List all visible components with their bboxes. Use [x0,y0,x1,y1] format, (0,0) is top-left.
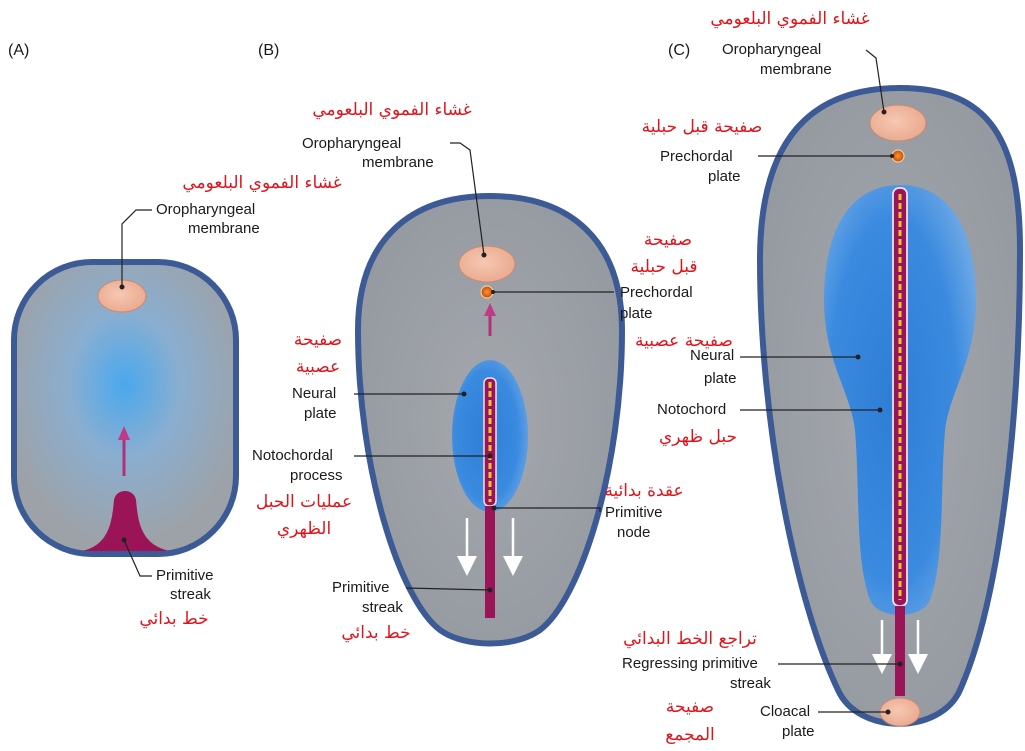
prechordal-en-b-1: Prechordal [620,284,693,301]
prechordal-en-b-2: plate [620,305,653,322]
notochordal-en-b-2: process [290,467,343,484]
primitive-node-en-b-2: node [617,524,650,541]
primitive-streak-en-b-2: streak [362,599,403,616]
primitive-streak-ar-a: خط بدائي [139,609,208,629]
panel-b-letter: (B) [258,42,279,59]
regressing-streak-c [895,606,905,696]
cloacal-en-c-1: Cloacal [760,703,810,720]
neural-en-b-2: plate [304,405,337,422]
panel-a-letter: (A) [8,42,29,59]
neural-en-c-2: plate [704,370,737,387]
primitive-streak-ar-b: خط بدائي [341,623,410,643]
primitive-node-en-b-1: Primitive [605,504,663,521]
oropharyngeal-en-b-1: Oropharyngeal [302,135,401,152]
oropharyngeal-membrane-b [459,246,515,282]
oropharyngeal-ar-a: غشاء الفموي البلعومي [182,173,341,193]
regressing-en-c-2: streak [730,675,771,692]
regressing-ar-c: تراجع الخط البدائي [623,629,757,649]
notochordal-en-b-1: Notochordal [252,447,333,464]
prechordal-en-c-1: Prechordal [660,148,733,165]
panel-b: (B) غشاء الفموي البلعومي Oropharyngeal m… [252,42,698,644]
neural-en-b-1: Neural [292,385,336,402]
neural-ar-b-2: عصبية [296,357,340,377]
oropharyngeal-en-a-1: Oropharyngeal [156,201,255,218]
notochordal-ar-b-1: عمليات الحبل [256,492,352,512]
notochordal-ar-b-2: الظهري [277,519,331,539]
regressing-en-c-1: Regressing primitive [622,655,758,672]
primitive-streak-en-a-1: Primitive [156,567,214,584]
prechordal-en-c-2: plate [708,168,741,185]
neural-ar-b-1: صفيحة [294,330,342,350]
neural-en-c-1: Neural [690,347,734,364]
primitive-streak-b [485,506,495,618]
primitive-streak-en-a-2: streak [170,586,211,603]
oropharyngeal-membrane-c [870,105,926,141]
oropharyngeal-en-b-2: membrane [362,154,434,171]
cloacal-en-c-2: plate [782,723,815,740]
primitive-streak-en-b-1: Primitive [332,579,390,596]
prechordal-ar-b-1: صفيحة [644,230,692,250]
oropharyngeal-ar-c: غشاء الفموي البلعومي [710,9,869,29]
panel-c: (C) غشاء الفموي البلعومي Oropharyngeal m… [622,9,1020,745]
oropharyngeal-en-c-1: Oropharyngeal [722,41,821,58]
cloacal-ar-c-2: المجمع [665,725,715,745]
oropharyngeal-en-c-2: membrane [760,61,832,78]
notochord-ar-c: حبل ظهري [659,427,737,447]
oropharyngeal-ar-b: غشاء الفموي البلعومي [312,100,471,120]
primitive-node-ar-b: عقدة بدائية [604,481,683,501]
panel-c-letter: (C) [668,42,690,59]
prechordal-ar-c: صفيحة قبل حبلية [642,117,763,137]
notochord-en-c: Notochord [657,401,726,418]
cloacal-ar-c-1: صفيحة [666,697,714,717]
oropharyngeal-en-a-2: membrane [188,220,260,237]
panel-a: (A) غشاء الفموي البلعومي Oropharyngeal m… [8,42,342,629]
prechordal-ar-b-2: قبل حبلية [630,257,697,277]
